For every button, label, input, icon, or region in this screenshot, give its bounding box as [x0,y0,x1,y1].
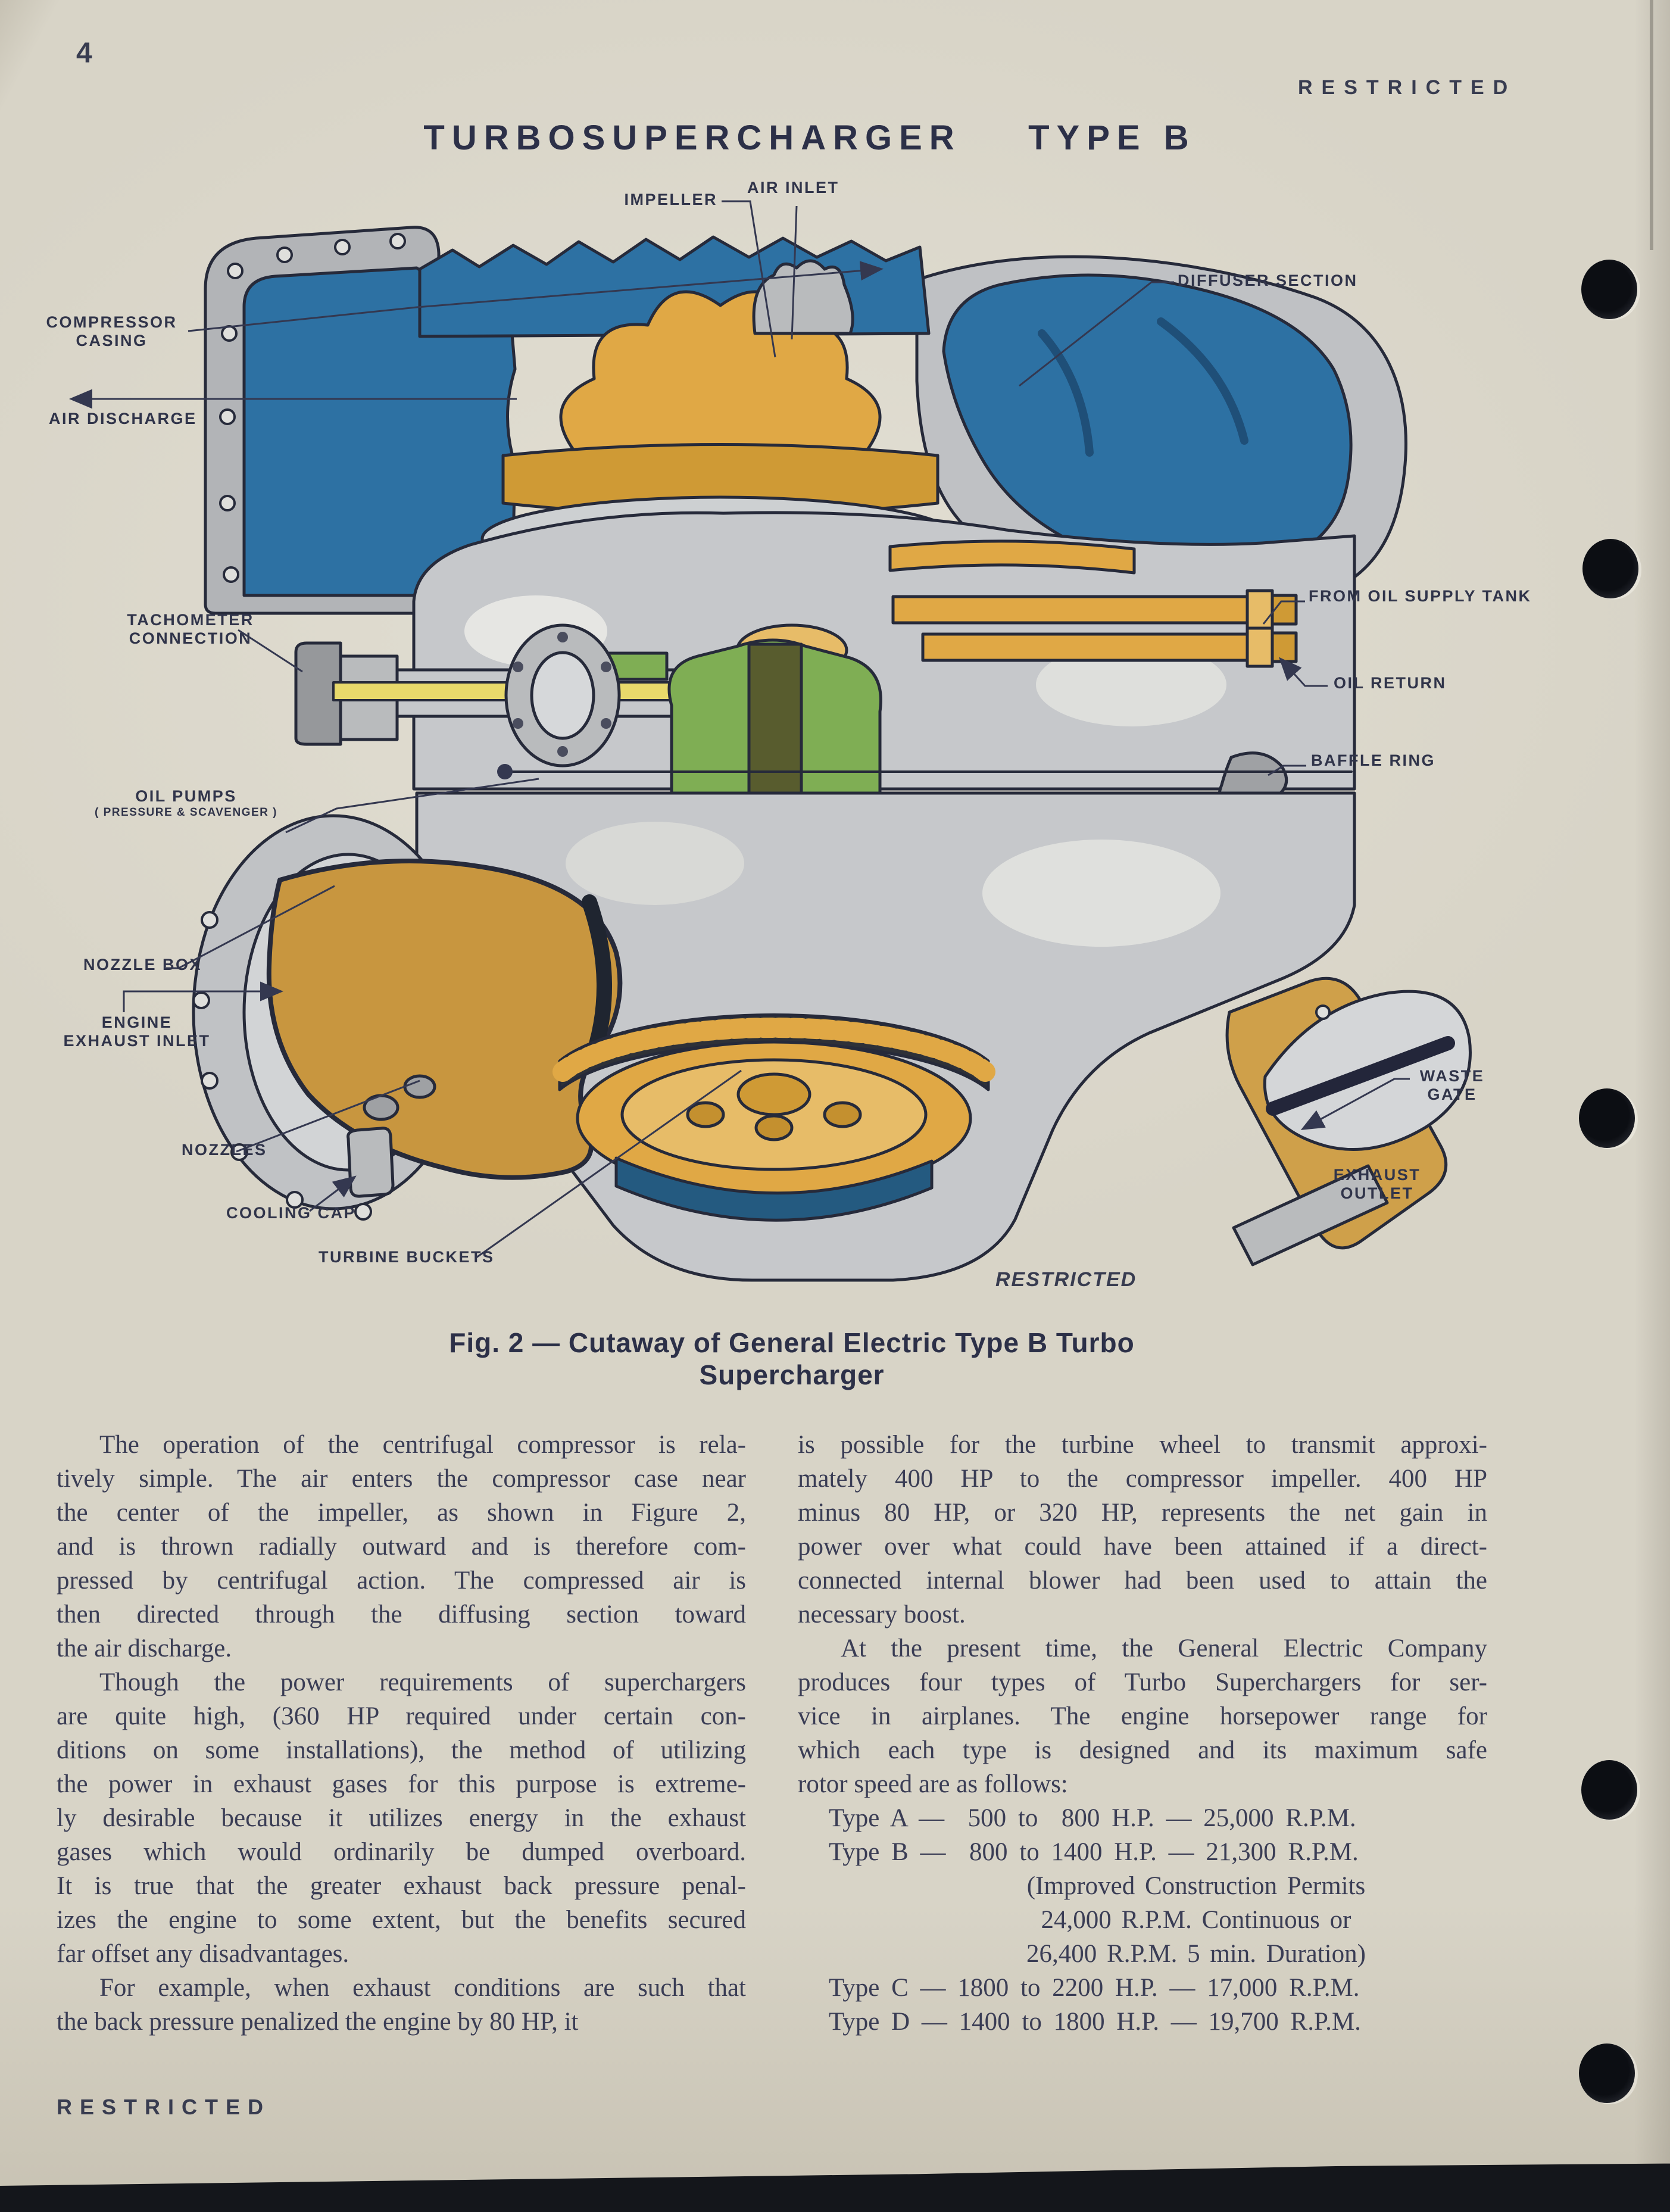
turbine-assembly [347,1013,995,1222]
label-oil-return: OIL RETURN [1334,674,1447,692]
text-line: The operation of the centrifugal compres… [99,1431,746,1459]
paragraph: For example, when exhaust conditions are… [57,1971,746,2039]
text-line: produces four types of Turbo Supercharge… [798,1668,1487,1696]
text-line: It is true that the greater exhaust back… [57,1872,746,1900]
text-line: connected internal blower had been used … [798,1567,1487,1595]
figure-restricted-note: RESTRICTED [995,1268,1137,1291]
punch-hole [1579,2043,1635,2103]
left-column: The operation of the centrifugal compres… [57,1428,746,2039]
classification-top: RESTRICTED [1298,76,1517,99]
label-cooling-cap: COOLING CAP [226,1204,357,1222]
spec-line: Type A — 500 to 800 H.P. — 25,000 R.P.M. [829,1804,1356,1832]
page-number: 4 [76,38,92,69]
text-line: then directed through the diffusing sect… [57,1600,746,1628]
spec-line: Type D — 1400 to 1800 H.P. — 19,700 R.P.… [829,2008,1361,2036]
punch-hole [1581,1760,1637,1820]
text-line: the air discharge. [57,1634,232,1662]
page-edge-line [1650,0,1653,250]
text-line: the back pressure penalized the engine b… [57,2008,579,2036]
label-from-oil-supply-tank: FROM OIL SUPPLY TANK [1309,587,1532,605]
label-diffuser-section: DIFFUSER SECTION [1178,272,1358,289]
punch-hole [1582,539,1638,598]
oil-pipes [888,539,1298,668]
text-line: power over what could have been attained… [798,1533,1487,1561]
classification-bottom: RESTRICTED [57,2095,271,2119]
type-spec-list: Type A — 500 to 800 H.P. — 25,000 R.P.M.… [798,1801,1487,2039]
label-oil-pumps-sub: ( PRESSURE & SCAVENGER ) [95,806,277,819]
text-line: ditions on some installations), the meth… [57,1736,746,1764]
figure-title: TURBOSUPERCHARGER TYPE B [423,118,1196,157]
text-line: pressed by centrifugal action. The compr… [57,1567,746,1595]
tachometer-assembly [294,623,692,768]
text-line: tively simple. The air enters the compre… [57,1465,746,1493]
spec-line: (Improved Construction Permits [1026,1872,1366,1900]
spec-line: Type C — 1800 to 2200 H.P. — 17,000 R.P.… [829,1974,1360,2002]
text-line: At the present time, the General Electri… [841,1634,1487,1662]
text-line: ly desirable because it utilizes energy … [57,1804,746,1832]
spec-line: 26,400 R.P.M. 5 min. Duration) [1026,1940,1366,1968]
text-line: minus 80 HP, or 320 HP, represents the n… [798,1499,1487,1527]
label-engine-exhaust-inlet: ENGINE EXHAUST INLET [63,1013,211,1050]
cooling-cap-shape [347,1127,395,1198]
paragraph: The operation of the centrifugal compres… [57,1428,746,1665]
figure-caption: Fig. 2 — Cutaway of General Electric Typ… [449,1327,1135,1390]
label-nozzles: NOZZLES [182,1141,267,1159]
text-line: necessary boost. [798,1600,966,1628]
text-line: which each type is designed and its maxi… [798,1736,1487,1764]
text-line: rotor speed are as follows: [798,1770,1068,1798]
punch-hole [1581,260,1637,319]
text-line: the center of the impeller, as shown in … [57,1499,746,1527]
label-nozzle-box: NOZZLE BOX [83,956,202,974]
paragraph: At the present time, the General Electri… [798,1631,1487,1801]
label-air-discharge: AIR DISCHARGE [49,410,197,428]
right-column: is possible for the turbine wheel to tra… [798,1428,1487,2039]
text-line: is possible for the turbine wheel to tra… [798,1431,1487,1459]
text-line: and is thrown radially outward and is th… [57,1533,746,1561]
text-line: For example, when exhaust conditions are… [99,1974,746,2002]
label-compressor-casing: COMPRESSOR CASING [46,313,177,350]
label-impeller: IMPELLER [624,191,717,208]
text-line: far offset any disadvantages. [57,1940,349,1968]
label-waste-gate: WASTE GATE [1419,1067,1485,1103]
text-line: mately 400 HP to the compressor impeller… [798,1465,1487,1493]
label-exhaust-outlet: EXHAUST OUTLET [1333,1166,1421,1202]
spec-line: 24,000 R.P.M. Continuous or [1041,1906,1351,1934]
paragraph: Though the power requirements of superch… [57,1665,746,1971]
text-line: are quite high, (360 HP required under c… [57,1702,746,1730]
compressor-interior-right [942,273,1353,575]
right-column-paragraphs: is possible for the turbine wheel to tra… [798,1428,1487,1801]
punch-hole [1579,1088,1635,1148]
text-line: gases which would ordinarily be dumped o… [57,1838,746,1866]
label-baffle-ring: BAFFLE RING [1311,751,1435,769]
text-line: vice in airplanes. The engine horsepower… [798,1702,1487,1730]
paragraph: is possible for the turbine wheel to tra… [798,1428,1487,1631]
spec-line: Type B — 800 to 1400 H.P. — 21,300 R.P.M… [829,1838,1359,1866]
exhaust-assembly [1225,976,1472,1266]
nozzle-box-assembly [192,814,623,1221]
text-line: Though the power requirements of superch… [99,1668,746,1696]
label-air-inlet: AIR INLET [747,179,839,196]
compressor-interior-left [242,266,517,597]
text-line: izes the engine to some extent, but the … [57,1906,746,1934]
label-oil-pumps-main: OIL PUMPS [135,787,237,805]
label-turbine-buckets: TURBINE BUCKETS [319,1248,495,1266]
label-oil-pumps: OIL PUMPS ( PRESSURE & SCAVENGER ) [83,787,289,820]
leader-lines [69,200,1410,1259]
label-tachometer-connection: TACHOMETER CONNECTION [127,611,254,647]
text-line: the power in exhaust gases for this purp… [57,1770,746,1798]
